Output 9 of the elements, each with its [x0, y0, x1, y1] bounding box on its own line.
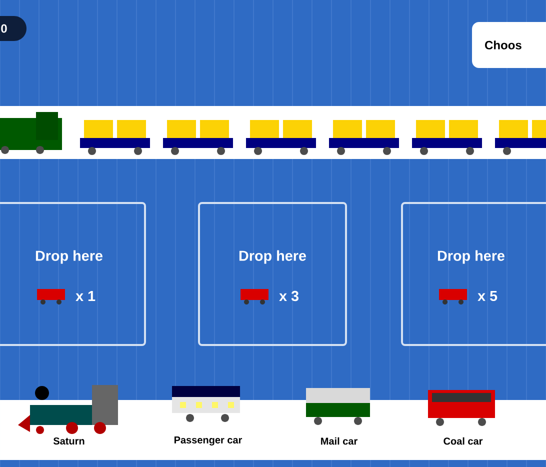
- drop-zone: Drop here x 5: [401, 202, 546, 346]
- choose-button: Choos: [472, 22, 546, 68]
- vehicle-name: Saturn: [53, 437, 84, 445]
- vehicle-name: Mail car: [321, 437, 358, 445]
- drop-zone: Drop here x 3: [198, 202, 347, 346]
- vehicle-name: Passenger car: [174, 436, 242, 446]
- vehicle-name: Coal car: [444, 437, 483, 445]
- drop-zone: Drop here x 1: [0, 202, 146, 346]
- score-badge: 0: [0, 16, 26, 41]
